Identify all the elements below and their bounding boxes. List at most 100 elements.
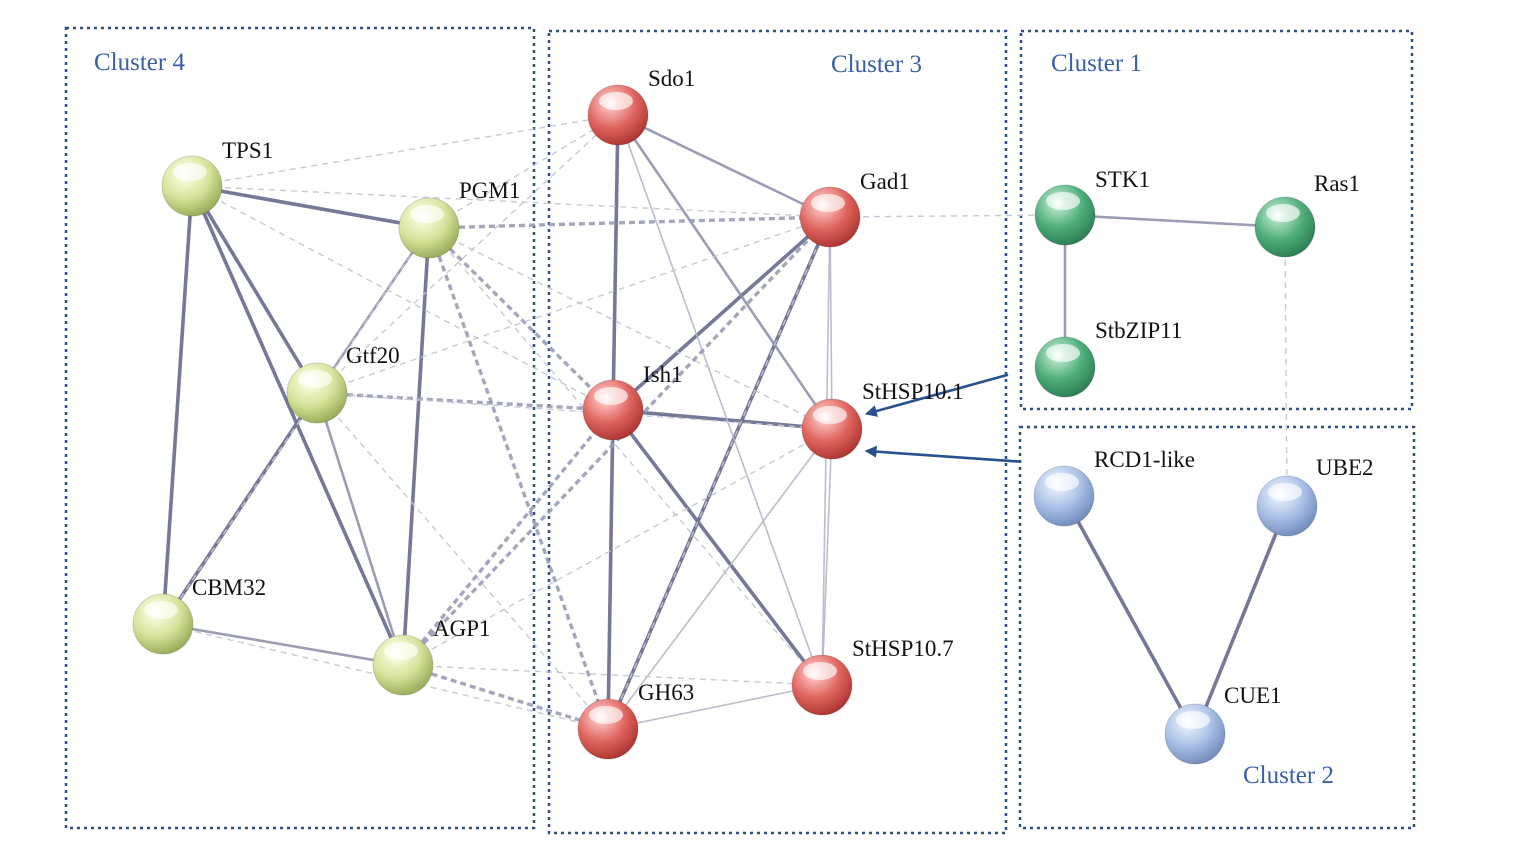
edge-TPS1-AGP1 [190, 185, 405, 666]
edge-TPS1-Ish1 [191, 185, 614, 411]
edge-Gtf20-Gad1 [316, 216, 831, 394]
edge-PGM1-Gad1 [428, 215, 831, 230]
node-label-StHSP10.7: StHSP10.7 [852, 636, 954, 661]
node-gloss-Gtf20 [298, 370, 332, 388]
arrows [864, 373, 1022, 463]
node-PGM1[interactable] [398, 197, 460, 259]
cluster-4-box [64, 26, 536, 830]
node-gloss-Gad1 [811, 194, 845, 212]
edge-Ish1-Gad1 [611, 215, 832, 412]
node-CBM32[interactable] [132, 593, 194, 655]
node-gloss-PGM1 [410, 205, 444, 223]
edge-PGM1-StHSP10.1 [428, 227, 833, 430]
node-UBE2[interactable] [1256, 475, 1318, 537]
node-STK1[interactable] [1034, 184, 1096, 246]
edge-PGM1-GH63 [427, 227, 610, 730]
node-label-Gtf20: Gtf20 [346, 343, 400, 368]
edge-AGP1-StHSP10.7 [402, 664, 823, 686]
edge-UBE2-CUE1 [1193, 505, 1289, 735]
node-gloss-CUE1 [1176, 711, 1210, 729]
edge-TPS1-Gtf20 [190, 185, 319, 394]
node-RCD1-like[interactable] [1033, 465, 1095, 527]
edge-Gtf20-AGP1 [315, 392, 405, 666]
node-label-Ras1: Ras1 [1314, 171, 1360, 196]
edge-Ish1-StHSP10.7 [611, 408, 824, 687]
edge-Sdo1-StHSP10.1 [616, 114, 834, 430]
node-Ish1[interactable] [582, 379, 644, 441]
edge-Ish1-Sdo1 [611, 114, 620, 411]
edge-Gtf20-Sdo1 [316, 114, 619, 394]
cluster-labels: Cluster 4 Cluster 3 Cluster 1 Cluster 2 [94, 49, 1334, 789]
node-gloss-StHSP10.7 [803, 662, 837, 680]
node-label-Ish1: Ish1 [643, 362, 683, 387]
node-gloss-StbZIP11 [1046, 344, 1080, 362]
edge-Gad1-StHSP10.1 [829, 216, 833, 430]
edge-Ras1-UBE2 [1284, 226, 1288, 507]
node-Ras1[interactable] [1254, 196, 1316, 258]
nodes [132, 84, 1318, 765]
node-gloss-RCD1-like [1045, 473, 1079, 491]
edge-TPS1-Sdo1 [191, 114, 619, 187]
node-gloss-TPS1 [173, 163, 207, 181]
node-label-CUE1: CUE1 [1224, 683, 1282, 708]
cluster-3-box [547, 29, 1008, 835]
edge-Gtf20-GH63 [316, 392, 609, 730]
edge-TPS1-CBM32 [161, 185, 194, 625]
edge-PGM1-Sdo1 [428, 114, 619, 229]
node-StbZIP11[interactable] [1034, 336, 1096, 398]
edge-AGP1-GH63 [402, 663, 609, 731]
edge-PGM1-AGP1 [401, 227, 431, 666]
node-gloss-StHSP10.1 [813, 406, 847, 424]
edge-Gad1-STK1 [829, 214, 1066, 218]
node-label-UBE2: UBE2 [1316, 455, 1374, 480]
node-GH63[interactable] [577, 698, 639, 760]
arrow-StbZIP11-to-StHSP10.1 [864, 373, 1009, 417]
node-Gad1[interactable] [799, 186, 861, 248]
node-Gtf20[interactable] [286, 362, 348, 424]
edge-CBM32-AGP1 [162, 622, 404, 667]
node-gloss-CBM32 [144, 601, 178, 619]
cluster-2-box [1018, 425, 1416, 830]
node-StHSP10.1[interactable] [801, 398, 863, 460]
edge-AGP1-Ish1 [401, 408, 615, 667]
node-labels: TPS1PGM1Gtf20CBM32AGP1Sdo1Gad1Ish1StHSP1… [192, 66, 1374, 708]
cluster-boxes [64, 26, 1416, 835]
edge-StHSP10.1-StHSP10.7 [821, 428, 833, 686]
edge-PGM1-Ish1 [427, 226, 615, 412]
edge-Sdo1-StHSP10.7 [617, 114, 823, 686]
cluster-1-label: Cluster 1 [1051, 50, 1142, 77]
node-label-AGP1: AGP1 [433, 616, 491, 641]
edge-Sdo1-Gad1 [617, 113, 831, 219]
edges [161, 113, 1289, 735]
node-label-Gad1: Gad1 [860, 169, 910, 194]
edge-AGP1-StHSP10.1 [402, 428, 833, 666]
edge-GH63-Gad1 [607, 216, 831, 730]
cluster-2-label: Cluster 2 [1243, 762, 1334, 789]
node-label-StbZIP11: StbZIP11 [1095, 318, 1182, 343]
node-StHSP10.7[interactable] [791, 654, 853, 716]
node-gloss-GH63 [589, 706, 623, 724]
node-TPS1[interactable] [161, 155, 223, 217]
cluster-4-label: Cluster 4 [94, 49, 185, 76]
node-AGP1[interactable] [372, 634, 434, 696]
edge-GH63-StHSP10.7 [607, 684, 823, 730]
node-gloss-UBE2 [1268, 483, 1302, 501]
edge-TPS1-Gad1 [191, 185, 831, 218]
edge-Ish1-GH63 [606, 409, 615, 730]
edge-RCD1-like-CUE1 [1062, 495, 1197, 735]
edge-Gtf20-StHSP10.1 [316, 392, 833, 430]
node-gloss-AGP1 [384, 642, 418, 660]
node-gloss-Ras1 [1266, 204, 1300, 222]
node-label-Sdo1: Sdo1 [648, 66, 695, 91]
edge-PGM1-StHSP10.7 [428, 227, 823, 686]
node-label-RCD1-like: RCD1-like [1094, 447, 1195, 472]
arrow-RCD1-like-to-StHSP10.1 [864, 445, 1022, 463]
edge-GH63-StHSP10.1 [607, 428, 833, 730]
node-label-STK1: STK1 [1095, 167, 1150, 192]
node-Sdo1[interactable] [587, 84, 649, 146]
edge-Ish1-StHSP10.1 [612, 408, 833, 431]
node-label-TPS1: TPS1 [222, 138, 273, 163]
edge-STK1-Ras1 [1064, 213, 1286, 229]
node-CUE1[interactable] [1164, 703, 1226, 765]
edge-PGM1-CBM32 [162, 227, 430, 625]
